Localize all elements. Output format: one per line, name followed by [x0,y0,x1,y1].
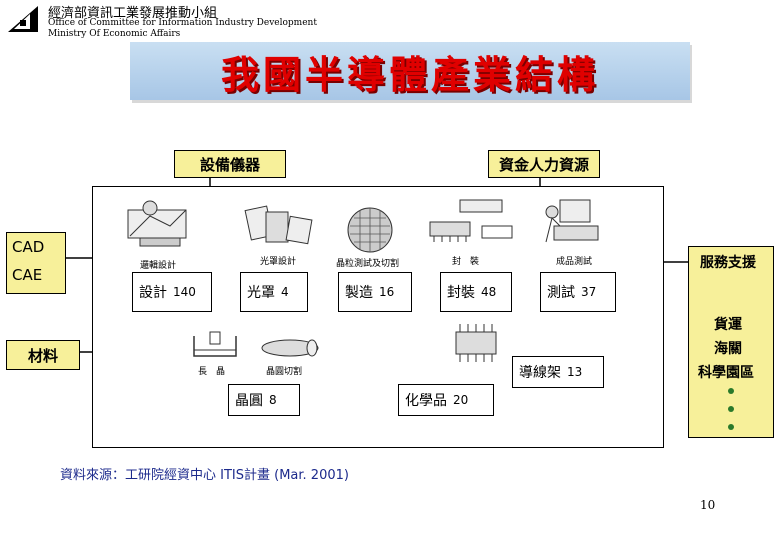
flow-test-box: 測試 37 [540,272,616,312]
ellipsis-dot-3 [728,424,734,430]
page-number: 10 [700,498,716,512]
flow-test-count: 37 [581,285,597,299]
title-banner [130,42,690,100]
logic-design-caption: 邏輯設計 [140,261,177,271]
flow-wafer-label: 晶圓 [235,393,263,409]
lead-frame-illustration-icon [455,324,497,362]
flow-mask-label: 光罩 [247,285,275,301]
flow-package-box: 封裝 48 [440,272,512,312]
flow-package-count: 48 [481,285,497,299]
service-item-freight: 貨運 [714,317,742,333]
mask-design-illustration-icon [244,205,313,245]
service-item-customs: 海關 [714,341,742,357]
crystal-growth-illustration-icon [193,331,237,357]
final-test-illustration-icon [545,199,599,243]
flow-lead-frame-count: 13 [567,365,583,379]
organization-logo-icon [8,6,38,32]
wafer-cut-caption: 晶圓切割 [266,367,303,377]
flow-mask-box: 光罩 4 [240,272,308,312]
flow-test-label: 測試 [547,285,575,301]
flow-mask-count: 4 [281,285,289,299]
service-support-label: 服務支援 [700,255,756,271]
flow-wafer-box: 晶圓 8 [228,384,300,416]
wafer-test-caption: 晶粒測試及切割 [336,259,400,269]
wafer-illustration-icon [347,207,393,253]
logic-design-illustration-icon [127,200,187,247]
organization-name-english: Office of Committee for Information Indu… [48,18,317,40]
ellipsis-dot-2 [728,406,734,412]
organization-name-chinese: 經濟部資訊工業發展推動小組 [48,6,218,21]
ellipsis-dot-1 [728,388,734,394]
material-label: 材料 [6,340,80,370]
service-item-science-park: 科學園區 [698,365,754,381]
flow-manufacture-count: 16 [379,285,395,299]
flow-manufacture-label: 製造 [345,285,373,301]
flow-chemical-label: 化學品 [405,393,447,409]
flow-chemical-box: 化學品 20 [398,384,494,416]
flow-chemical-count: 20 [453,393,469,407]
organization-name-line1: Office of Committee for Information Indu… [48,18,317,28]
flow-lead-frame-box: 導線架 13 [512,356,604,388]
capital-hr-label: 資金人力資源 [488,150,600,178]
flow-design-box: 設計 140 [132,272,212,312]
cad-label: CAD [12,238,45,256]
flow-wafer-count: 8 [269,393,277,407]
final-test-caption: 成品測試 [556,257,593,267]
equipment-label: 設備儀器 [174,150,286,178]
flow-lead-frame-label: 導線架 [519,365,561,381]
package-illustration-icon [429,199,513,242]
flow-design-label: 設計 [139,285,167,301]
packaging-caption: 封 裝 [452,257,480,267]
cae-label: CAE [12,266,43,284]
flow-design-count: 140 [173,285,196,299]
mask-design-caption: 光罩設計 [260,257,297,267]
organization-name-line2: Ministry Of Economic Affairs [48,29,181,39]
flow-manufacture-box: 製造 16 [338,272,412,312]
flow-package-label: 封裝 [447,285,475,301]
wafer-cut-illustration-icon [261,339,319,357]
data-source-note: 資料來源：工研院經資中心 ITIS計畫 (Mar. 2001) [60,468,349,483]
crystal-growth-caption: 長 晶 [198,367,226,377]
page-title: 我國半導體產業結構 [220,52,599,97]
cad-cae-box [6,232,66,294]
